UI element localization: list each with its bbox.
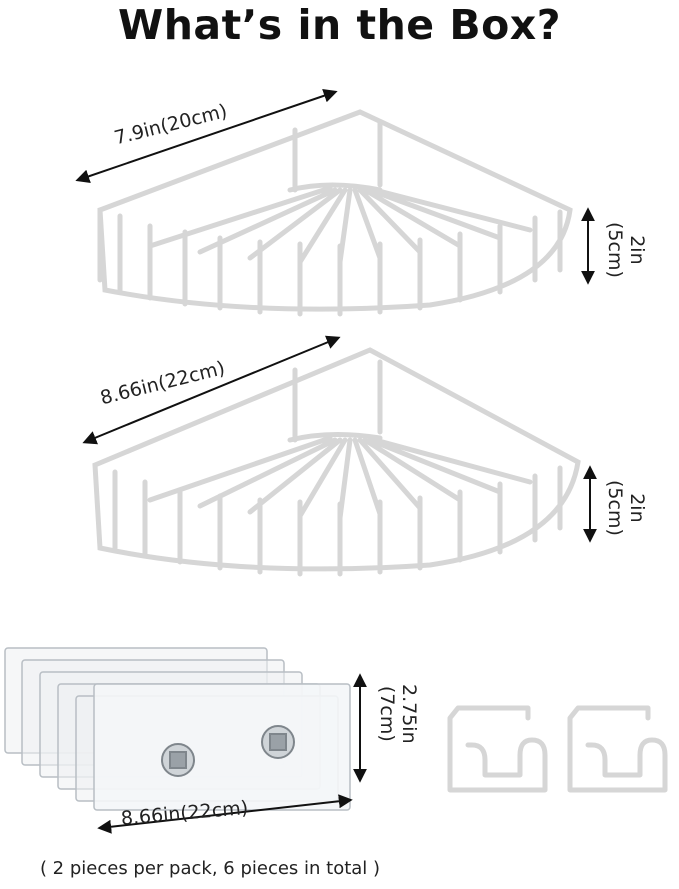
pads-height-in: 2.75in [398,684,420,744]
package-caption: ( 2 pieces per pack, 6 pieces in total ) [39,858,381,879]
bottom-length-arrow [82,335,341,445]
page-title: What’s in the Box? [118,1,561,49]
wall-brackets [447,705,668,793]
pads-height-cm: (7cm) [376,685,398,742]
adhesive-pads [4,647,351,811]
bottom-height-cm: (5cm) [604,480,626,536]
bottom-height-label: 2in (5cm) [604,480,648,536]
top-height-in: 2in [626,235,648,265]
corner-shelf-top [97,109,573,317]
top-height-label: 2in (5cm) [604,222,648,278]
pads-length-arrow [97,794,353,834]
bottom-height-in: 2in [626,493,648,523]
top-height-cm: (5cm) [604,222,626,278]
pad-hooks [161,725,295,777]
top-length-arrow [75,89,338,183]
pads-height-label: 2.75in (7cm) [376,684,420,744]
